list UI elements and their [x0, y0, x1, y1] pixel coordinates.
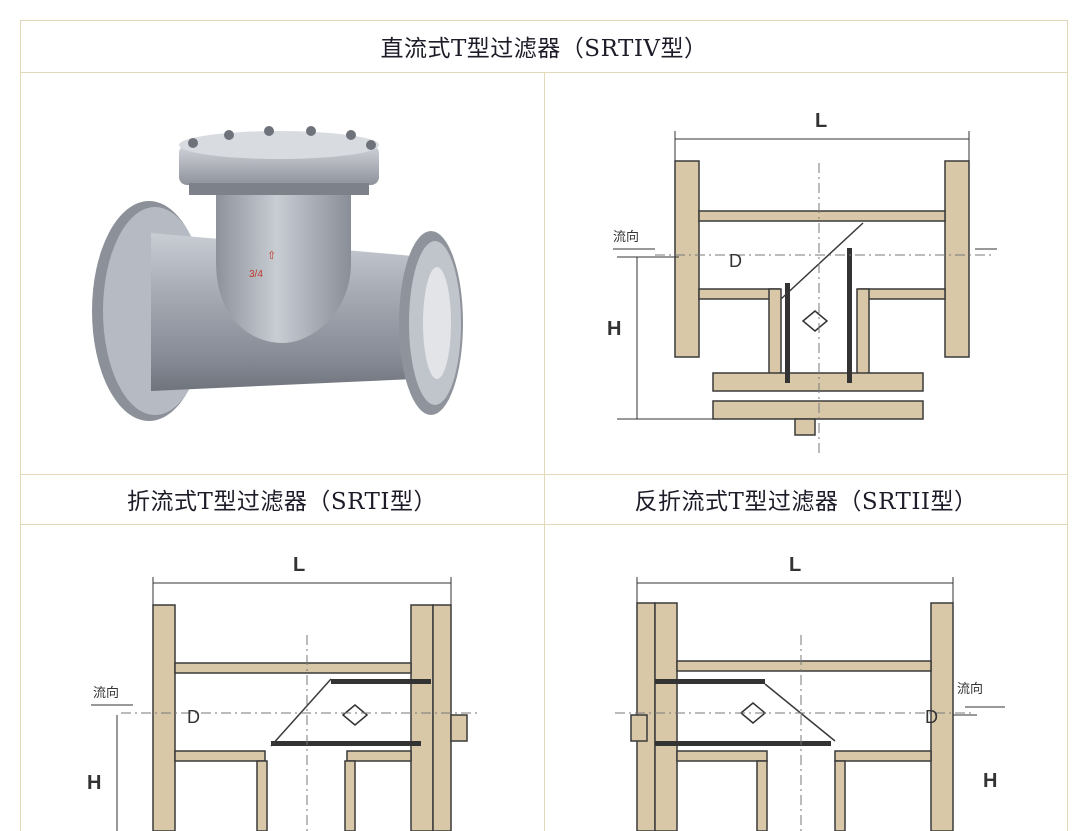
dim-diameter-label: D	[729, 251, 742, 271]
strainer-photo: ⇧ 3/4	[21, 73, 544, 474]
drawing-srtiv: L H D 流向	[545, 73, 1067, 474]
dim-length-label: L	[815, 110, 827, 132]
svg-text:⇧: ⇧	[267, 250, 276, 262]
header-srtii: 反折流式T型过滤器（SRTII型）	[634, 489, 978, 515]
dim-height-label: H	[87, 772, 101, 794]
dim-length-label: L	[293, 554, 305, 576]
flow-direction-label: 流向	[957, 681, 983, 696]
dim-diameter-label: D	[925, 707, 938, 727]
table-border-right	[1067, 20, 1068, 831]
header-srtiv: 直流式T型过滤器（SRTIV型）	[380, 36, 708, 62]
header-srti: 折流式T型过滤器（SRTI型）	[127, 489, 437, 515]
flow-direction-label: 流向	[613, 229, 639, 244]
drawing-srtii: L H D 流向	[545, 525, 1067, 831]
flow-direction-label: 流向	[93, 685, 119, 700]
table-column-divider	[544, 72, 545, 831]
drawing-srti: L H D 流向	[21, 525, 544, 831]
table-border-top	[20, 20, 1068, 21]
dim-length-label: L	[789, 554, 801, 576]
table-border-left	[20, 20, 21, 831]
dim-diameter-label: D	[187, 707, 200, 727]
svg-text:3/4: 3/4	[249, 269, 263, 280]
dim-height-label: H	[607, 318, 621, 340]
dim-height-label: H	[983, 770, 997, 792]
